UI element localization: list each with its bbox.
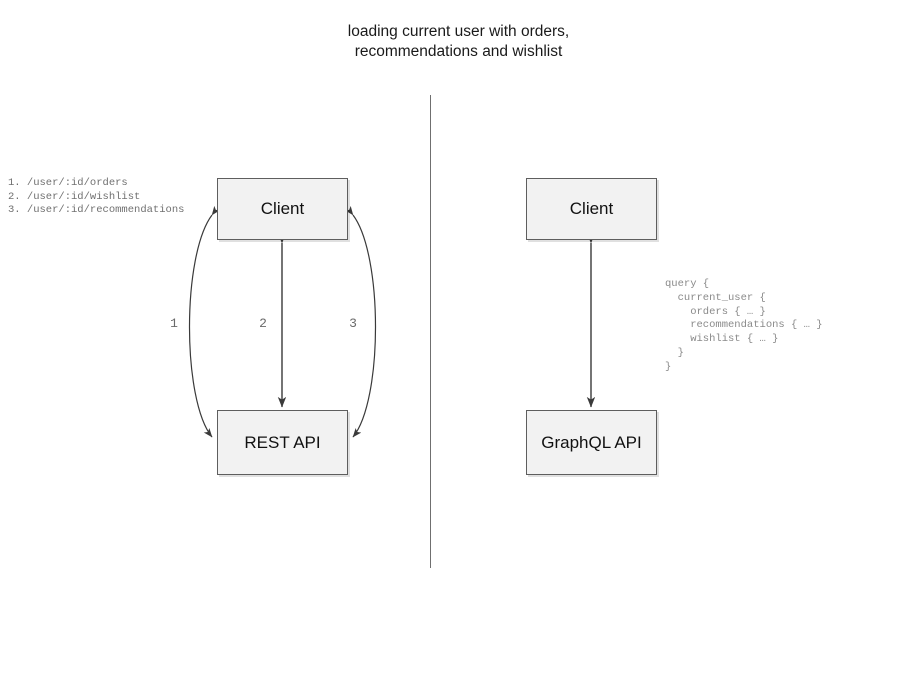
arrow-label-1: 1 <box>170 316 178 331</box>
graphql-client-label: Client <box>569 199 614 218</box>
rest-endpoint-list: 1. /user/:id/orders 2. /user/:id/wishlis… <box>8 177 185 216</box>
rest-client-box[interactable]: Client <box>217 178 348 240</box>
graphql-api-label: GraphQL API <box>541 432 642 452</box>
graphql-api-box[interactable]: GraphQL API <box>526 410 657 475</box>
rest-client-label: Client <box>260 199 305 218</box>
center-divider <box>430 95 431 568</box>
graphql-query-block: query { current_user { orders { … } reco… <box>665 278 823 373</box>
rest-api-label: REST API <box>244 432 321 452</box>
rest-arrow-1 <box>188 205 221 438</box>
graphql-client-box[interactable]: Client <box>526 178 657 240</box>
rest-api-box[interactable]: REST API <box>217 410 348 475</box>
page-title: loading current user with orders, recomm… <box>347 23 570 60</box>
arrow-label-2: 2 <box>259 316 267 331</box>
arrow-label-3: 3 <box>349 316 357 331</box>
